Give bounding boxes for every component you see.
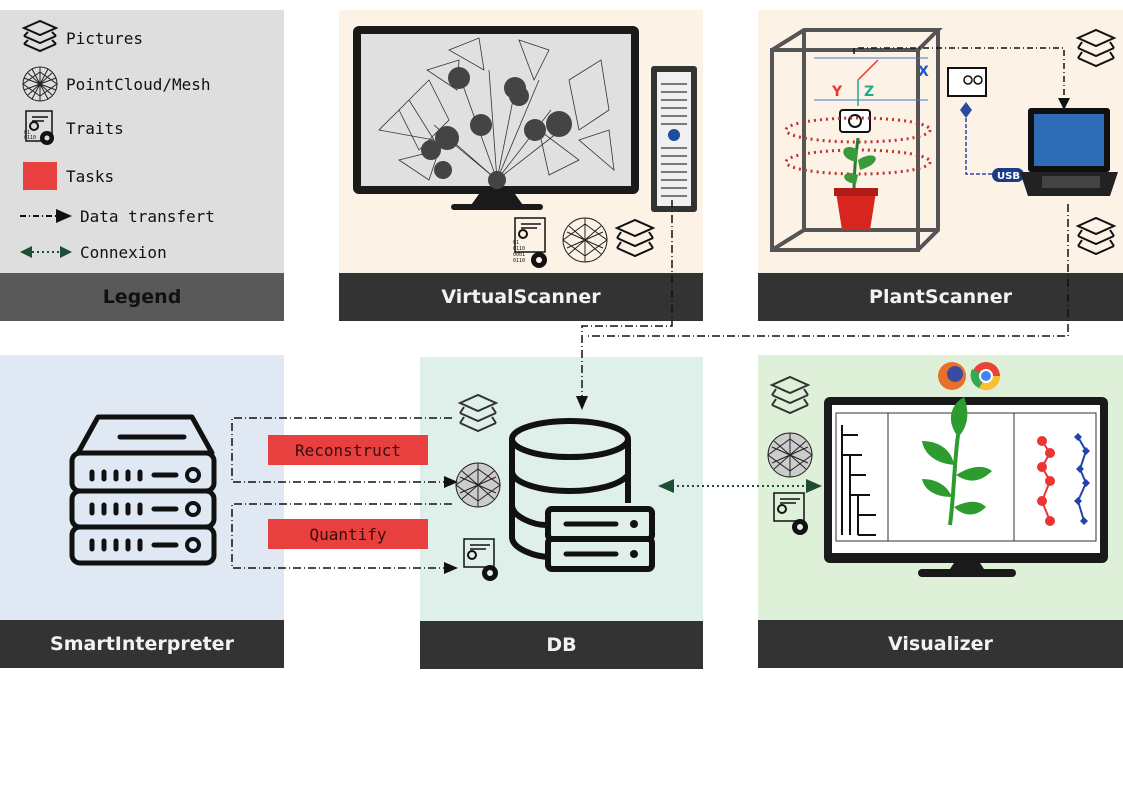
legend-item-tasks: Tasks	[18, 158, 114, 194]
visualizer-panel: Visualizer	[758, 355, 1123, 668]
plant-scanner-illustration: X Y Z USB	[770, 28, 1118, 256]
legend-label-pointcloud: PointCloud/Mesh	[66, 74, 211, 94]
plant-scanner-title: PlantScanner	[758, 273, 1123, 321]
pointcloud-sphere-icon	[18, 66, 62, 102]
visualizer-illustration	[767, 362, 1108, 577]
legend-item-data-transfer: Data transfert	[18, 198, 215, 234]
svg-text:0110: 0110	[24, 135, 36, 141]
traits-bits-3: 0110	[513, 258, 525, 264]
legend-item-pictures: Pictures	[18, 19, 144, 56]
legend-label-connexion: Connexion	[80, 242, 167, 262]
legend-panel: Pictures PointCloud/Mesh 01	[0, 10, 284, 321]
plant-scanner-panel: X Y Z USB	[758, 10, 1123, 321]
virtual-scanner-panel: 01 0110 0001 0110 VirtualScanner	[339, 10, 703, 321]
legend-label-traits: Traits	[66, 118, 124, 138]
pictures-stack-icon	[457, 393, 499, 433]
virtual-scanner-title: VirtualScanner	[339, 273, 703, 321]
traits-bits-2: 0001	[513, 252, 525, 258]
traits-gear-doc-icon	[514, 217, 547, 268]
task-red-square-icon	[18, 158, 62, 194]
legend-item-pointcloud: PointCloud/Mesh	[18, 66, 211, 102]
pointcloud-sphere-icon	[562, 217, 608, 263]
pictures-stack-icon	[18, 19, 62, 56]
firefox-icon	[938, 362, 966, 390]
plant-leaf-icon	[922, 397, 992, 526]
pointcloud-sphere-icon	[767, 432, 813, 478]
dendrogram-icon	[841, 425, 876, 536]
chrome-icon	[970, 362, 1000, 390]
traits-gear-doc-icon: 01 0110	[18, 110, 62, 146]
axis-z-label: Z	[864, 84, 874, 100]
monitor-icon: 01 0110 0001 0110	[353, 26, 697, 268]
usb-icon: USB	[992, 168, 1024, 182]
legend-label-data-transfer: Data transfert	[80, 206, 215, 226]
visualizer-title: Visualizer	[758, 620, 1123, 668]
traits-gear-doc-icon	[773, 492, 808, 535]
laptop-icon	[1020, 108, 1118, 196]
axis-x-label: X	[918, 64, 929, 80]
axis-y-label: Y	[831, 84, 843, 100]
usb-label: USB	[997, 171, 1020, 182]
database-icon	[455, 393, 655, 581]
task-quantify: Quantify	[268, 519, 428, 549]
db-title: DB	[420, 621, 703, 669]
traits-gear-doc-icon	[463, 538, 498, 581]
task-reconstruct: Reconstruct	[268, 435, 428, 465]
legend-item-connexion: Connexion	[18, 234, 167, 270]
traits-bits-0: 01	[513, 240, 519, 246]
server-rack-icon	[69, 414, 217, 566]
db-panel: DB	[420, 357, 703, 669]
traits-bits-1: 0110	[513, 246, 525, 252]
pointcloud-sphere-icon	[455, 462, 501, 508]
pictures-stack-icon	[1075, 216, 1117, 256]
smart-interpreter-title: SmartInterpreter	[0, 620, 284, 668]
pictures-stack-icon	[769, 375, 811, 415]
data-transfer-arrow-icon	[18, 198, 76, 234]
legend-title: Legend	[0, 273, 284, 321]
plant-pot-icon	[834, 137, 878, 230]
smart-interpreter-panel: SmartInterpreter	[0, 355, 284, 668]
camera-icon	[839, 109, 871, 133]
connexion-arrow-icon	[18, 234, 76, 270]
pictures-stack-icon	[614, 218, 656, 258]
pictures-stack-icon	[1075, 28, 1117, 68]
svg-text:01: 01	[24, 130, 30, 136]
scatter-line-plot	[1037, 433, 1090, 526]
controller-board-icon	[947, 67, 987, 97]
legend-label-pictures: Pictures	[66, 28, 144, 48]
legend-item-traits: 01 0110 Traits	[18, 110, 124, 146]
legend-label-tasks: Tasks	[66, 166, 115, 186]
